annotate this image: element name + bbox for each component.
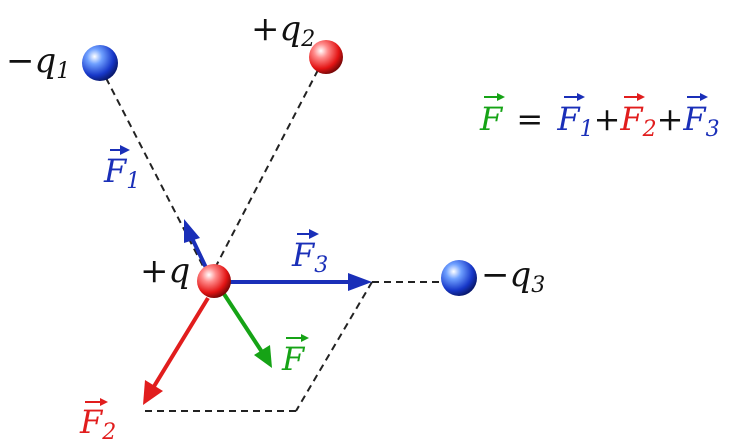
label-q1: −q1 xyxy=(6,41,70,84)
label-q3: −q3 xyxy=(481,255,545,298)
charge-q2-sphere xyxy=(309,40,343,74)
force-f2-arrow xyxy=(143,296,210,405)
force-f3-arrow xyxy=(228,273,372,291)
dashed-line-q2 xyxy=(214,69,319,269)
dashed-parallel-1 xyxy=(295,281,373,412)
svg-text:F = F1+F2+F3: F = F1+F2+F3 xyxy=(479,100,720,142)
svg-text:F: F xyxy=(281,340,306,378)
charge-center-sphere xyxy=(197,264,231,298)
superposition-equation: F = F1+F2+F3 xyxy=(479,93,720,142)
label-f1: F1 xyxy=(103,145,140,194)
charge-q3-sphere xyxy=(441,260,477,296)
charge-q1-sphere xyxy=(82,45,118,81)
label-f2: F2 xyxy=(79,398,116,442)
force-net-arrow xyxy=(222,292,272,368)
svg-text:F1: F1 xyxy=(103,152,140,194)
label-f3: F3 xyxy=(291,229,328,278)
svg-text:F3: F3 xyxy=(291,236,328,278)
label-center-charge: +q xyxy=(140,251,190,291)
svg-text:F2: F2 xyxy=(79,403,116,442)
label-net-force: F xyxy=(281,334,309,378)
label-q2: +q2 xyxy=(251,9,315,52)
